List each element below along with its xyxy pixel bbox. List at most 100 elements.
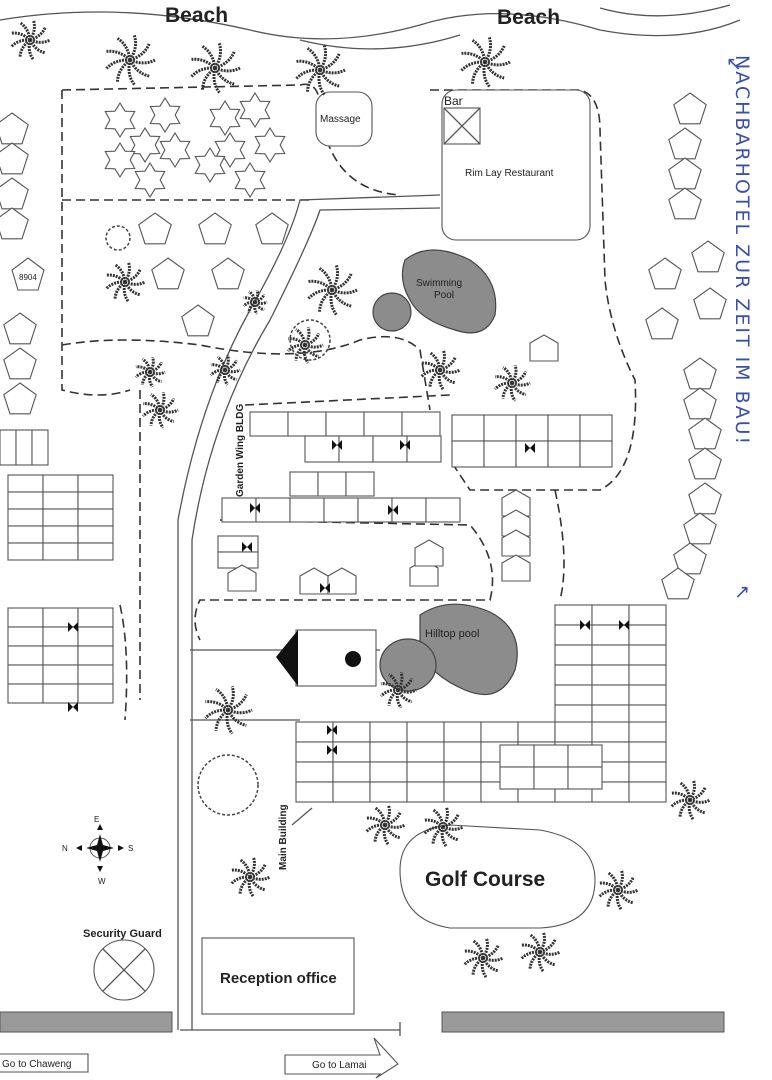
villa-bungalow[interactable] bbox=[0, 142, 29, 175]
room-unit[interactable] bbox=[591, 644, 630, 666]
villa-bungalow[interactable] bbox=[3, 312, 37, 345]
cottage[interactable] bbox=[299, 567, 329, 595]
room-unit[interactable] bbox=[77, 607, 114, 628]
room-unit[interactable] bbox=[554, 644, 593, 666]
villa-bungalow[interactable] bbox=[138, 212, 172, 245]
room-unit[interactable] bbox=[554, 684, 593, 706]
room-unit[interactable] bbox=[554, 721, 593, 743]
room-unit[interactable] bbox=[7, 626, 44, 647]
room-unit[interactable] bbox=[517, 721, 556, 743]
villa-bungalow[interactable] bbox=[668, 127, 702, 160]
room-unit[interactable] bbox=[406, 435, 442, 463]
room-unit[interactable] bbox=[628, 644, 667, 666]
room-unit[interactable] bbox=[332, 721, 371, 743]
cottage[interactable] bbox=[414, 539, 444, 567]
room-unit[interactable] bbox=[42, 525, 79, 544]
villa-bungalow[interactable] bbox=[0, 177, 29, 210]
villa-bungalow[interactable] bbox=[3, 382, 37, 415]
villa-bungalow[interactable] bbox=[683, 387, 717, 420]
room-unit[interactable] bbox=[372, 435, 408, 463]
room-unit[interactable] bbox=[554, 604, 593, 626]
villa-bungalow[interactable] bbox=[151, 257, 185, 290]
room-unit[interactable] bbox=[451, 414, 485, 442]
room-unit[interactable] bbox=[0, 429, 17, 466]
room-unit[interactable] bbox=[591, 664, 630, 686]
villa-bungalow[interactable] bbox=[645, 307, 679, 340]
room-unit[interactable] bbox=[42, 645, 79, 666]
room-unit[interactable] bbox=[42, 664, 79, 685]
star-villa[interactable] bbox=[159, 131, 191, 169]
villa-bungalow[interactable] bbox=[0, 112, 29, 145]
go-to-chaweng-sign[interactable] bbox=[0, 1053, 89, 1073]
villa-bungalow[interactable] bbox=[688, 482, 722, 515]
room-unit[interactable] bbox=[628, 741, 667, 763]
room-unit[interactable] bbox=[369, 761, 408, 783]
room-unit[interactable] bbox=[325, 411, 365, 437]
star-villa[interactable] bbox=[234, 161, 266, 199]
villa-bungalow[interactable] bbox=[668, 157, 702, 190]
villa-bungalow[interactable] bbox=[211, 257, 245, 290]
room-unit[interactable] bbox=[332, 761, 371, 783]
room-unit[interactable] bbox=[547, 440, 581, 468]
room-unit[interactable] bbox=[591, 721, 630, 743]
room-unit[interactable] bbox=[338, 435, 374, 463]
room-unit[interactable] bbox=[515, 414, 549, 442]
room-unit[interactable] bbox=[443, 721, 482, 743]
room-unit[interactable] bbox=[15, 429, 33, 466]
room-unit[interactable] bbox=[628, 624, 667, 646]
room-unit[interactable] bbox=[406, 741, 445, 763]
room-unit[interactable] bbox=[369, 781, 408, 803]
villa-bungalow[interactable] bbox=[691, 240, 725, 273]
triangle-building[interactable] bbox=[295, 629, 377, 687]
room-unit[interactable] bbox=[579, 440, 613, 468]
room-unit[interactable] bbox=[363, 411, 403, 437]
room-unit[interactable] bbox=[357, 497, 393, 523]
room-unit[interactable] bbox=[217, 551, 259, 569]
room-unit[interactable] bbox=[77, 508, 114, 527]
room-unit[interactable] bbox=[77, 491, 114, 510]
room-unit[interactable] bbox=[42, 542, 79, 561]
villa-bungalow[interactable] bbox=[198, 212, 232, 245]
room-unit[interactable] bbox=[554, 664, 593, 686]
room-unit[interactable] bbox=[7, 474, 44, 493]
room-unit[interactable] bbox=[533, 744, 569, 768]
villa-bungalow[interactable] bbox=[648, 257, 682, 290]
room-unit[interactable] bbox=[425, 497, 461, 523]
room-unit[interactable] bbox=[591, 624, 630, 646]
room-unit[interactable] bbox=[249, 411, 289, 437]
room-unit[interactable] bbox=[533, 766, 569, 790]
room-unit[interactable] bbox=[369, 741, 408, 763]
room-unit[interactable] bbox=[42, 626, 79, 647]
room-unit[interactable] bbox=[591, 684, 630, 706]
villa-bungalow[interactable] bbox=[688, 417, 722, 450]
room-unit[interactable] bbox=[7, 664, 44, 685]
room-unit[interactable] bbox=[628, 721, 667, 743]
room-unit[interactable] bbox=[77, 664, 114, 685]
room-unit[interactable] bbox=[451, 440, 485, 468]
room-unit[interactable] bbox=[77, 645, 114, 666]
room-unit[interactable] bbox=[567, 744, 603, 768]
room-unit[interactable] bbox=[304, 435, 340, 463]
room-unit[interactable] bbox=[42, 491, 79, 510]
villa-bungalow[interactable] bbox=[683, 512, 717, 545]
room-unit[interactable] bbox=[406, 721, 445, 743]
villa-bungalow[interactable] bbox=[3, 347, 37, 380]
room-unit[interactable] bbox=[289, 497, 325, 523]
cottage[interactable] bbox=[327, 567, 357, 595]
room-unit[interactable] bbox=[406, 781, 445, 803]
massage-building[interactable] bbox=[315, 91, 373, 147]
room-unit[interactable] bbox=[369, 721, 408, 743]
room-unit[interactable] bbox=[554, 624, 593, 646]
room-unit[interactable] bbox=[255, 497, 291, 523]
room-unit[interactable] bbox=[483, 440, 517, 468]
room-unit[interactable] bbox=[499, 766, 535, 790]
room-unit[interactable] bbox=[332, 741, 371, 763]
villa-bungalow[interactable] bbox=[673, 92, 707, 125]
hilltop-pool[interactable] bbox=[419, 603, 518, 696]
star-villa[interactable] bbox=[134, 161, 166, 199]
room-unit[interactable] bbox=[547, 414, 581, 442]
room-unit[interactable] bbox=[628, 664, 667, 686]
room-unit[interactable] bbox=[401, 411, 441, 437]
villa-8904[interactable] bbox=[11, 257, 45, 291]
room-unit[interactable] bbox=[628, 604, 667, 626]
